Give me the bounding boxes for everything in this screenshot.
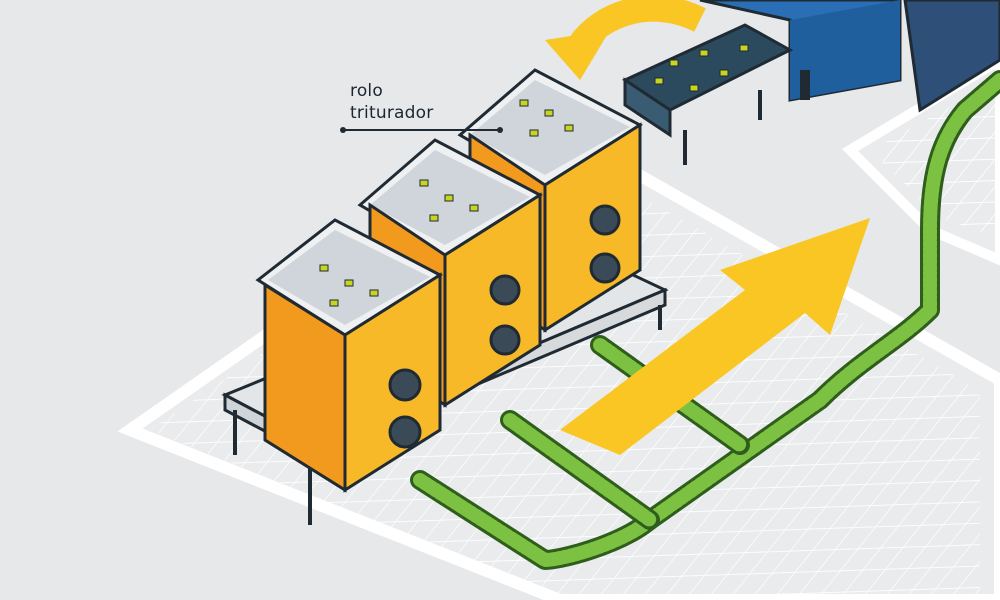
annotation-leader [340,127,503,133]
return-arrow [545,0,706,80]
conveyor-belt [621,23,794,165]
green-pipe [410,70,1000,570]
blue-machine [699,0,1000,113]
shredder-unit-front [255,218,444,493]
rolo-triturador-label: rolo triturador [350,80,433,124]
label-line-2: triturador [350,103,434,123]
plastic-flakes [319,99,574,307]
flow-arrow [560,218,870,455]
label-line-1: rolo [350,81,383,101]
